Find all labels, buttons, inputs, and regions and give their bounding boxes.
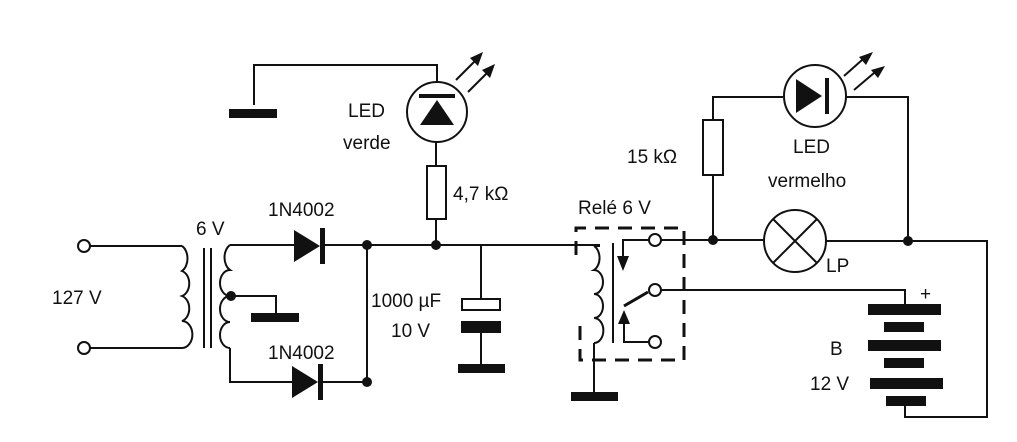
relay-contact-no-wire	[622, 239, 649, 258]
relay-contact-nc-arrow	[618, 310, 630, 324]
relay-terminal-common	[648, 283, 662, 297]
relay	[571, 226, 686, 401]
relay-coil	[590, 245, 605, 344]
resistor-red-lead-top	[712, 96, 783, 120]
relay-enclosure	[574, 226, 686, 362]
relay-label: Relé 6 V	[578, 198, 651, 219]
diode-top-symbol	[294, 230, 320, 262]
led-red	[783, 52, 909, 241]
relay-ground	[571, 392, 618, 401]
led-red-arrow-1	[859, 52, 873, 65]
led-green-label-1: LED	[348, 101, 385, 122]
center-tap-wire	[231, 295, 277, 315]
battery-b	[868, 304, 943, 406]
diode-bottom-cathode-bar	[318, 364, 323, 400]
led-red-label-2: vermelho	[768, 171, 846, 192]
lamp-label: LP	[826, 256, 849, 277]
led-red-output-wire	[846, 96, 909, 241]
diode-bottom-lead	[229, 348, 292, 383]
battery-cell-1-long	[868, 304, 941, 315]
transformer	[179, 244, 299, 349]
diode-top-label: 1N4002	[268, 200, 335, 221]
diode-top	[230, 228, 436, 264]
capacitor-plate-positive	[461, 298, 501, 311]
resistor-4-7k	[426, 165, 447, 220]
lamp-to-battery-wire	[826, 240, 988, 418]
battery-cell-2-long	[868, 340, 941, 351]
node-diode-top	[362, 240, 372, 250]
relay-terminal-no	[648, 233, 662, 247]
led-red-cathode-bar	[825, 78, 829, 114]
capacitor-voltage-label: 10 V	[391, 321, 430, 342]
input-terminal-top	[77, 239, 91, 253]
led-red-arrow-2	[871, 66, 885, 78]
led-red-light-ray-1	[843, 59, 863, 77]
relay-contact-no-arrow	[617, 256, 629, 271]
led-red-light-ray-2	[853, 72, 875, 91]
led-green-label-2: verde	[343, 133, 391, 154]
center-tap-ground	[251, 313, 299, 322]
resistor-green-label: 4,7 kΩ	[453, 184, 508, 205]
battery-cell-3-long	[870, 378, 943, 389]
led-green-light-ray-1	[455, 59, 477, 81]
relay-contact-nc-wire	[623, 324, 649, 343]
led-green-arrow-2	[482, 64, 495, 78]
mains-voltage-label: 127 V	[52, 288, 102, 309]
lamp-cross	[772, 218, 818, 264]
led-green-light-ray-2	[467, 71, 489, 93]
led-green-ground	[229, 109, 277, 118]
led-green-cathode-bar	[419, 94, 455, 98]
input-terminal-bottom	[77, 341, 91, 355]
battery-name-label: B	[830, 339, 843, 360]
primary-winding	[179, 245, 194, 349]
mains-input	[77, 239, 182, 355]
led-red-triangle	[796, 79, 822, 113]
resistor-red-label: 15 kΩ	[627, 147, 677, 168]
battery-plus-label: +	[920, 284, 931, 305]
battery-voltage-label: 12 V	[810, 374, 849, 395]
led-green	[253, 52, 495, 143]
relay-terminal-nc	[648, 335, 662, 349]
resistor-15k	[702, 119, 724, 176]
diode-bottom-symbol	[292, 366, 318, 398]
common-to-battery-wire	[661, 289, 906, 306]
capacitor-value-label: 1000 µF	[371, 291, 441, 312]
battery-cell-3-short	[886, 396, 926, 406]
relay-switch-blade	[623, 290, 649, 308]
diode-top-cathode-bar	[320, 228, 325, 264]
secondary-voltage-label: 6 V	[196, 219, 225, 240]
led-green-arrow-1	[470, 52, 483, 66]
capacitor-ground	[458, 364, 505, 373]
led-green-triangle	[420, 100, 454, 125]
battery-cell-2-short	[884, 358, 924, 368]
battery-cell-1-short	[884, 322, 924, 332]
node-diode-bottom	[362, 377, 372, 387]
led-red-label-1: LED	[793, 137, 830, 158]
capacitor-plate-negative	[461, 321, 501, 333]
lamp-lp	[763, 209, 827, 273]
diode-bottom	[229, 348, 367, 400]
diode-bottom-label: 1N4002	[268, 343, 335, 364]
led-green-ground-wire	[253, 64, 438, 105]
